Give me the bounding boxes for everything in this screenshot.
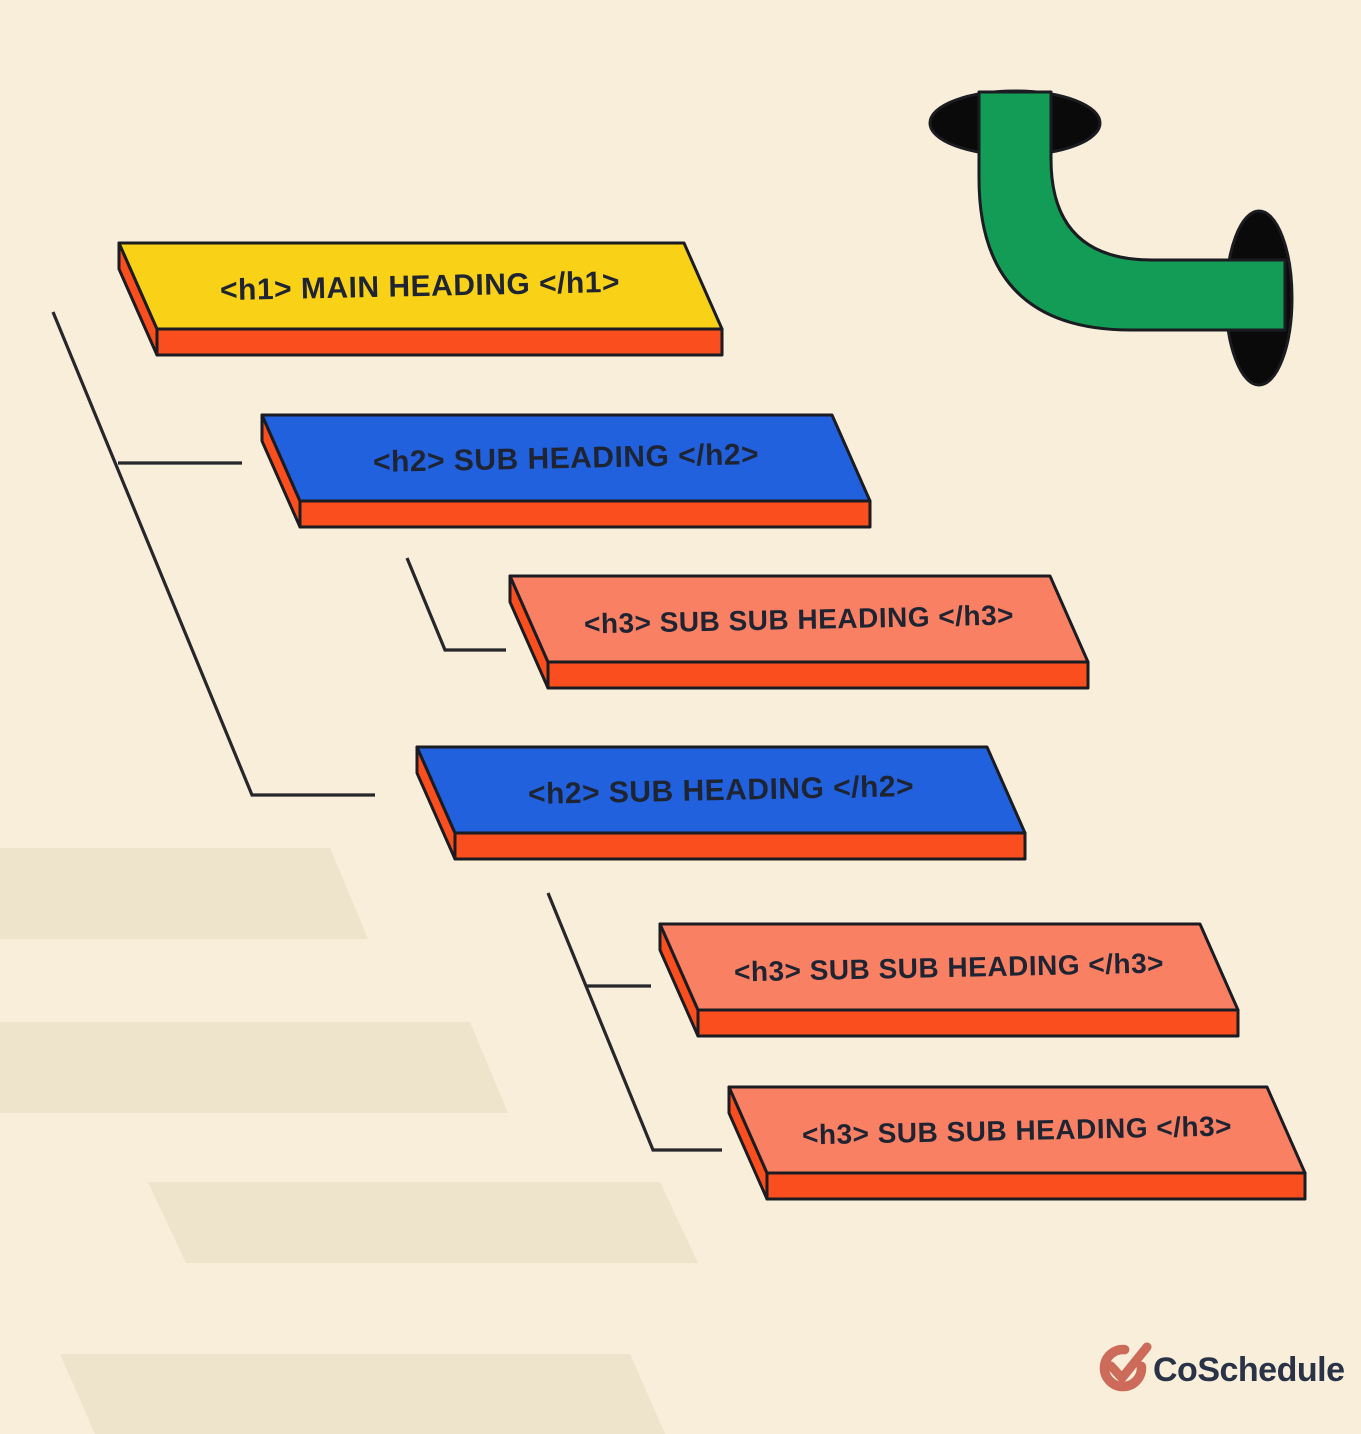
bar-front-edge [696,1008,1240,1038]
logo-wordmark: CoSchedule [1153,1351,1344,1389]
bar-top-face [508,574,1090,664]
connector-h2b-branch [546,892,722,1152]
logo-ring [1099,1344,1147,1392]
deco-band [0,848,368,939]
bar-h3-third: <h3> SUB SUB HEADING </h3> [727,1085,1307,1201]
background-deco-bands [0,848,698,1434]
pipe-illustration [928,89,1294,387]
bar-label-h2: <h2> SUB HEADING </h2> [373,438,760,479]
coschedule-logo: CoSchedule [1099,1342,1345,1392]
logo-checkmark [1106,1342,1152,1383]
connector-h2-to-h3 [405,557,506,652]
bar-front-edge [155,327,724,357]
bar-h1: <h1> MAIN HEADING </h1> [117,241,724,357]
bar-front-edge [298,499,872,529]
bar-label-h2: <h2> SUB HEADING </h2> [528,770,915,811]
bar-front-edge [765,1171,1307,1201]
check-circle-icon [1099,1342,1152,1392]
bar-top-face [658,922,1240,1012]
bar-top-face [260,413,872,503]
bar-h2-first: <h2> SUB HEADING </h2> [260,413,872,529]
deco-band [148,1182,698,1263]
bar-h3-second: <h3> SUB SUB HEADING </h3> [658,922,1240,1038]
bar-front-edge [453,831,1027,861]
bar-top-face [415,745,1027,835]
pipe-body [977,90,1287,332]
bar-top-face [117,241,724,331]
bar-top-face [727,1085,1307,1175]
deco-band [60,1354,665,1434]
tree-connector-lines [51,311,722,1152]
bar-h2-second: <h2> SUB HEADING </h2> [415,745,1027,861]
bar-front-edge [546,660,1090,690]
connector-h1-branch [51,311,375,797]
deco-band [0,1022,508,1113]
bar-h3-first: <h3> SUB SUB HEADING </h3> [508,574,1090,690]
